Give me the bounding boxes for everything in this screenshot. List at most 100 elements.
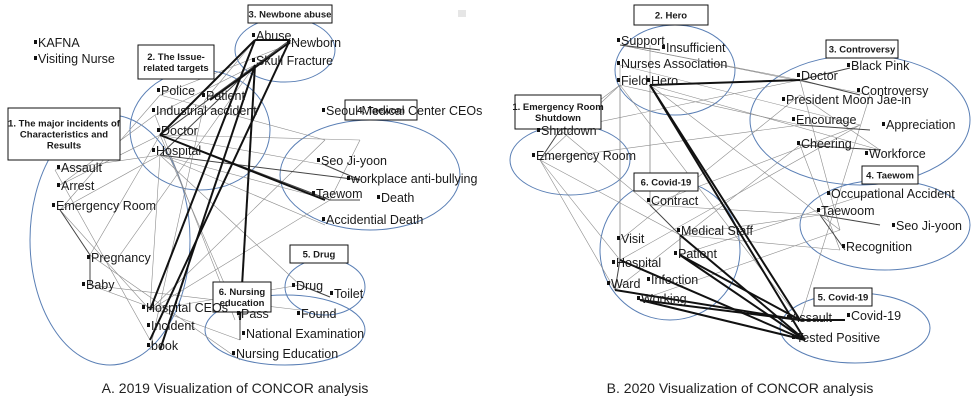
node-label: Insufficient	[666, 41, 726, 55]
node-a-doctor: Doctor	[157, 124, 198, 138]
node-marker	[252, 33, 255, 37]
node-label: Support	[621, 34, 665, 48]
node-label: Occupational Accident	[831, 187, 955, 201]
node-label: Hero	[651, 74, 678, 88]
node-label: Found	[301, 307, 336, 321]
node-marker	[617, 38, 620, 42]
node-marker	[242, 331, 245, 335]
node-label: Hospital	[616, 256, 661, 270]
cluster-box-b-2: 3. Controversy	[825, 39, 899, 59]
node-b-taewoom: Taewoom	[817, 204, 875, 218]
node-b-emergency-room: Emergency Room	[532, 149, 636, 163]
cluster-label-b-5-line-1: 6. Covid-19	[641, 178, 692, 189]
node-label: Taewom	[316, 187, 363, 201]
cluster-label-a-6-line-1: 6. Nursing	[219, 287, 266, 298]
node-a-accidential-death: Accidential Death	[322, 213, 423, 227]
node-a-newborn: Newborn	[287, 36, 341, 50]
node-label: Medical Staff	[681, 224, 754, 238]
node-b-encourage: Encourage	[792, 113, 857, 127]
cluster-label-b-2-line-1: 3. Controversy	[829, 45, 896, 56]
node-marker	[287, 40, 290, 44]
node-label: Skull Fracture	[256, 54, 333, 68]
node-b-tested-positive: Tested Positive	[792, 331, 880, 345]
node-a-skull-fracture: Skull Fracture	[252, 54, 333, 68]
node-label: Assault	[791, 311, 833, 325]
node-marker	[34, 56, 37, 60]
cluster-label-a-6-line-2: education	[220, 298, 265, 309]
node-a-hospital-ceos: Hospital CEOs	[142, 301, 228, 315]
node-a-book: book	[147, 339, 179, 353]
node-marker	[865, 151, 868, 155]
node-label: President Moon Jae-in	[786, 93, 911, 107]
node-b-hero: Hero	[647, 74, 678, 88]
node-b-support: Support	[617, 34, 665, 48]
node-marker	[312, 191, 315, 195]
node-marker	[34, 40, 37, 44]
node-a-pass: Pass	[237, 307, 269, 321]
cluster-label-a-2-line-1: 2. The Issue-	[147, 52, 205, 63]
cluster-label-b-3-line-1: 1. Emergency Room	[512, 102, 603, 113]
node-label: Infection	[651, 273, 698, 287]
node-marker	[787, 315, 790, 319]
node-label: Pass	[241, 307, 269, 321]
node-marker	[827, 191, 830, 195]
cluster-label-a-3-line-1: 3. Newbone abuse	[249, 10, 332, 21]
node-marker	[817, 208, 820, 212]
cluster-label-a-5-line-1: 5. Drug	[303, 250, 336, 261]
node-label: Appreciation	[886, 118, 956, 132]
node-label: Covid-19	[851, 309, 901, 323]
cluster-labels-a: 1. The major incidents ofCharacteristics…	[7, 4, 418, 313]
node-marker	[142, 305, 145, 309]
node-label: Assault	[61, 161, 103, 175]
cluster-box-a-4: 4. Taewom	[344, 99, 418, 121]
node-label: Hospital CEOs	[146, 301, 228, 315]
node-label: Pregnancy	[91, 251, 152, 265]
node-marker	[842, 244, 845, 248]
node-marker	[252, 58, 255, 62]
node-label: Drug	[296, 279, 323, 293]
node-marker	[147, 323, 150, 327]
node-marker	[82, 282, 85, 286]
node-label: Cheering	[801, 137, 852, 151]
node-a-seo-ji-yoon: Seo Ji-yoon	[317, 154, 387, 168]
node-marker	[330, 291, 333, 295]
node-label: Ward	[611, 277, 640, 291]
node-label: Taewoom	[821, 204, 875, 218]
node-b-medical-staff: Medical Staff	[677, 224, 754, 238]
node-a-industrial-accident: Industrial accident	[152, 104, 257, 118]
node-a-drug: Drug	[292, 279, 323, 293]
node-marker	[792, 335, 795, 339]
edges-a	[54, 39, 361, 361]
node-label: Encourage	[796, 113, 857, 127]
node-marker	[662, 45, 665, 49]
node-b-occupational-accident: Occupational Accident	[827, 187, 955, 201]
panel-a-network: 1. The major incidents ofCharacteristics…	[7, 4, 482, 366]
node-a-arrest: Arrest	[57, 179, 95, 193]
node-label: Abuse	[256, 29, 291, 43]
node-b-contract: Contract	[647, 194, 699, 208]
node-marker	[857, 88, 860, 92]
caption-a: A. 2019 Visualization of CONCOR analysis	[102, 380, 369, 396]
node-label: Patient	[206, 89, 245, 103]
node-a-found: Found	[297, 307, 336, 321]
node-label: Newborn	[291, 36, 341, 50]
node-marker	[647, 277, 650, 281]
node-marker	[377, 195, 380, 199]
node-label: book	[151, 339, 179, 353]
node-marker	[202, 93, 205, 97]
node-marker	[882, 122, 885, 126]
node-a-death: Death	[377, 191, 414, 205]
node-a-baby: Baby	[82, 278, 115, 292]
node-marker	[647, 198, 650, 202]
node-marker	[237, 311, 240, 315]
node-a-incident: Incident	[147, 319, 195, 333]
node-b-ward: Ward	[607, 277, 640, 291]
node-marker	[537, 128, 540, 132]
node-b-appreciation: Appreciation	[882, 118, 956, 132]
cluster-label-b-4-line-1: 4. Taewom	[866, 171, 914, 182]
node-marker	[797, 141, 800, 145]
cluster-label-a-4-line-1: 4. Taewom	[357, 106, 405, 117]
node-label: workplace anti-bullying	[350, 172, 478, 186]
